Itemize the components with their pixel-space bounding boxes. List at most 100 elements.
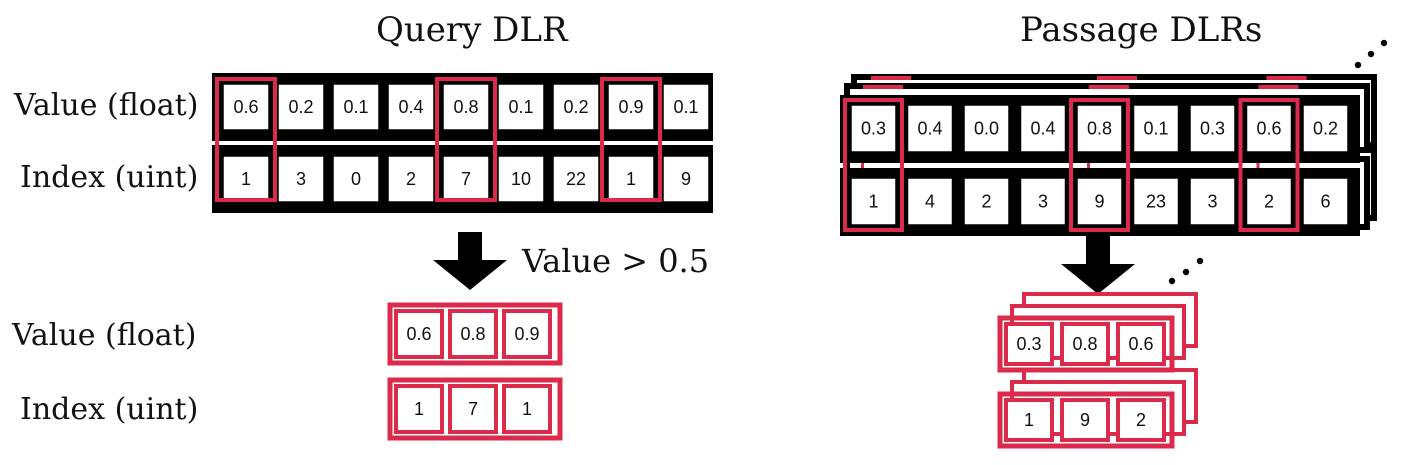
query-value-label: 0.4 — [398, 97, 423, 117]
query-filtered-value-cell — [502, 309, 552, 359]
passage-index-cell — [1076, 177, 1123, 226]
query-index-cell — [662, 155, 710, 203]
query-filtered-index-label: 1 — [414, 399, 424, 419]
passage-selected-column-highlight — [1238, 98, 1300, 232]
passage-index-label: 23 — [1146, 192, 1166, 212]
passage-index-cell — [963, 177, 1010, 226]
passage-back-highlight — [1089, 85, 1129, 89]
query-value-cell — [607, 83, 655, 131]
query-index-cell — [497, 155, 545, 203]
query-value-cell — [442, 83, 490, 131]
passage-value-label: 0.3 — [861, 119, 886, 139]
passage-value-cell — [963, 104, 1010, 153]
passage-value-label: 0.2 — [1313, 119, 1338, 139]
query-value-label: 0.6 — [233, 97, 258, 117]
passage-index-cell — [1189, 177, 1236, 226]
passage-index-label: 1 — [868, 192, 878, 212]
query-index-cell — [552, 155, 600, 203]
query-index-label: 9 — [681, 169, 691, 189]
query-filter-arrow — [433, 232, 507, 290]
query-value-cell — [552, 83, 600, 131]
query-value-label: 0.1 — [343, 97, 368, 117]
query-filtered-value-label: 0.8 — [460, 324, 485, 344]
passage-value-label: 0.4 — [917, 119, 942, 139]
query-filtered-value-label: 0.6 — [406, 324, 431, 344]
query-index-cell — [277, 155, 325, 203]
query-value-cell — [222, 83, 270, 131]
value-row-label: Value (float) — [14, 88, 199, 123]
query-dlr-title: Query DLR — [376, 10, 568, 50]
passage-index-label: 2 — [1264, 192, 1274, 212]
passage-filtered-value-label: 0.6 — [1128, 334, 1153, 354]
passage-index-label: 3 — [1038, 192, 1048, 212]
query-filtered-index-cell — [394, 384, 444, 434]
query-filtered-value-row-frame — [387, 302, 563, 366]
passage-filtered-index-row-frame — [997, 391, 1175, 449]
passage-value-label: 0.6 — [1256, 119, 1281, 139]
query-filtered-value-label: 0.9 — [514, 324, 539, 344]
query-index-label: 2 — [406, 169, 416, 189]
query-index-cell — [387, 155, 435, 203]
passage-filtered-index-cell — [1116, 398, 1166, 442]
passage-back-highlight — [1266, 76, 1307, 80]
passage-filtered-value-cell — [1060, 322, 1110, 366]
passage-more-ellipsis — [1367, 50, 1375, 58]
query-value-label: 0.8 — [453, 97, 478, 117]
query-value-cell — [662, 83, 710, 131]
passage-index-label: 9 — [1094, 192, 1104, 212]
passage-filtered-value-row-frame — [997, 315, 1175, 373]
query-filtered-index-label: 7 — [468, 399, 478, 419]
passage-value-cell — [850, 104, 897, 153]
passage-index-label: 3 — [1207, 192, 1217, 212]
passage-filtered-value-cell — [1116, 322, 1166, 366]
query-value-cell — [277, 83, 325, 131]
passage-filtered-index-cell — [1004, 398, 1054, 442]
query-index-label: 1 — [241, 169, 251, 189]
passage-index-cell — [1019, 177, 1067, 226]
filter-condition-label: Value > 0.5 — [522, 242, 710, 280]
passage-selected-column-highlight — [1069, 98, 1130, 232]
passage-value-label: 0.3 — [1200, 119, 1225, 139]
query-value-cell — [387, 83, 435, 131]
passage-index-cell — [1245, 177, 1293, 226]
passage-filtered-index-cell — [1060, 398, 1110, 442]
passage-index-cell — [850, 177, 897, 226]
query-value-label: 0.1 — [673, 97, 698, 117]
query-index-cell — [332, 155, 380, 203]
query-value-label: 0.2 — [288, 97, 313, 117]
passage-value-cell — [1189, 104, 1236, 153]
passage-index-cell — [1132, 177, 1180, 226]
passage-index-label: 6 — [1320, 192, 1330, 212]
passage-filtered-value-label: 0.3 — [1016, 334, 1041, 354]
query-selected-column-highlight — [435, 77, 497, 202]
query-value-cell — [332, 83, 380, 131]
filtered-index-row-label: Index (uint) — [20, 392, 199, 427]
passage-value-label: 0.4 — [1030, 119, 1055, 139]
query-index-label: 1 — [626, 169, 636, 189]
passage-filtered-index-label: 9 — [1080, 410, 1090, 430]
query-filtered-index-label: 1 — [522, 399, 532, 419]
query-value-cell — [497, 83, 545, 131]
passage-filtered-index-label: 2 — [1136, 410, 1146, 430]
passage-more-ellipsis — [1380, 39, 1388, 47]
passage-selected-column-highlight — [843, 98, 904, 232]
passage-filter-arrow — [1061, 236, 1135, 294]
passage-value-label: 0.1 — [1143, 119, 1168, 139]
passage-index-cell — [906, 177, 954, 226]
passage-back-highlight — [1258, 85, 1299, 89]
query-filtered-index-cell — [448, 384, 498, 434]
passage-filtered-more-ellipsis — [1196, 257, 1204, 265]
passage-filtered-more-ellipsis — [1182, 268, 1190, 276]
passage-index-label: 2 — [981, 192, 991, 212]
query-filtered-value-cell — [394, 309, 444, 359]
query-index-label: 7 — [461, 169, 471, 189]
passage-back-highlight — [871, 76, 911, 80]
passage-dlrs-title: Passage DLRs — [1020, 10, 1263, 50]
passage-index-cell — [1302, 177, 1349, 226]
passage-value-label: 0.8 — [1087, 119, 1112, 139]
passage-filtered-index-label: 1 — [1024, 410, 1034, 430]
query-filtered-value-cell — [448, 309, 498, 359]
query-value-label: 0.1 — [508, 97, 533, 117]
filtered-value-row-label: Value (float) — [12, 318, 197, 353]
